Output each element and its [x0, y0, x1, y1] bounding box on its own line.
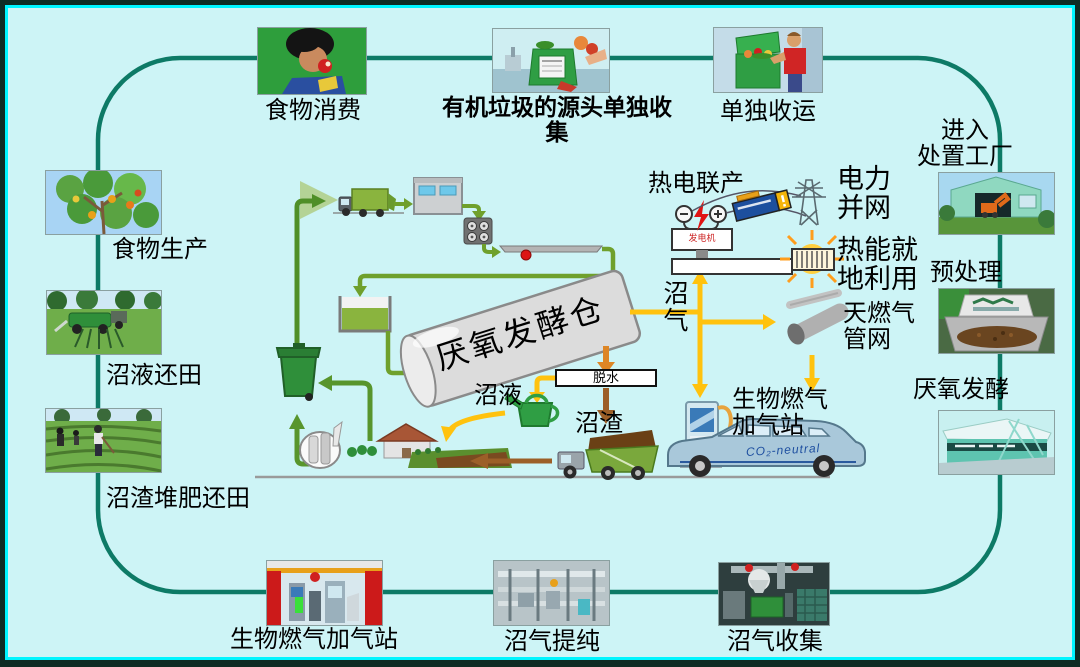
flow-arrow-digester-to-dewater: [597, 346, 615, 374]
photo-anaerobic-fermentation: [938, 410, 1055, 475]
label-slurry: 沼液: [474, 382, 522, 409]
sorting-plant-icon: [413, 177, 463, 215]
photo-food-consumption: [257, 27, 367, 95]
label-pretreatment: 预处理: [930, 259, 1002, 286]
slurry-tanker-icon: [299, 420, 343, 469]
flow-arrowheads-biogas: [692, 270, 820, 398]
apple-tree-image: [46, 171, 161, 234]
receiving-tank-icon: [338, 296, 392, 333]
flow-arrow-residue-to-field: [470, 453, 552, 469]
flow-arrow-pulper-to-conveyor: [482, 244, 501, 258]
photo-compost-field: [45, 408, 162, 473]
dewatering-box: 脱水: [555, 369, 657, 387]
label-anaerobic-fermentation: 厌氧发酵: [913, 376, 1009, 403]
slurry-tractor-image: [47, 291, 161, 354]
label-separate-transport: 单独收运: [720, 98, 816, 125]
generator-icon: [671, 205, 793, 275]
photo-biogas-collection: [718, 562, 830, 626]
photo-food-production: [45, 170, 162, 235]
bin-person-image: [714, 28, 822, 92]
label-biogas: 沼 气: [663, 280, 689, 335]
pulper-rollers-icon: [463, 217, 493, 245]
label-residue: 沼渣: [575, 410, 623, 437]
photo-separate-transport: [713, 27, 823, 93]
flow-arrow-dewater-to-can: [529, 375, 555, 403]
radiator-icon: [780, 230, 844, 288]
kitchen-collection-image: [493, 29, 609, 92]
label-power-grid: 电力 并网: [837, 164, 891, 224]
kompogas-facility-image: [939, 411, 1054, 474]
label-source-collection: 有机垃圾的源头单独收集: [442, 94, 672, 145]
flow-arrow-truck-to-plant: [394, 198, 413, 210]
fuel-station-image: [267, 561, 382, 625]
photo-biogas-purification: [493, 560, 610, 626]
label-biogas-station-center: 生物燃气 加气站: [732, 386, 828, 439]
car-icon: [667, 417, 866, 477]
eating-person-image: [258, 28, 366, 94]
label-food-production: 食物生产: [112, 236, 208, 263]
flow-start-arrow-icon: [294, 181, 338, 345]
label-slurry-to-field: 沼液还田: [106, 362, 202, 389]
conveyor-icon: [498, 245, 604, 261]
dump-truck-icon: [557, 430, 659, 480]
purification-skid-image: [494, 561, 609, 625]
photo-pretreatment: [938, 288, 1055, 354]
label-biogas-station-bottom: 生物燃气加气站: [230, 626, 398, 653]
flow-line-tank-to-digester: [385, 331, 404, 376]
farmers-field-image: [46, 409, 161, 472]
flow-line-biogas: [630, 282, 815, 388]
flow-arrow-dewater-to-residue: [597, 388, 615, 424]
photo-source-collection: [492, 28, 610, 93]
label-chp: 热电联产: [648, 170, 744, 197]
power-tower-icon: [792, 179, 826, 226]
engine-room-image: [719, 563, 829, 625]
battery-icon: [731, 189, 792, 222]
photo-biogas-station: [266, 560, 383, 626]
flow-arrow-to-bin: [318, 375, 373, 441]
digester-cylinder-icon: [399, 269, 642, 408]
label-food-consumption: 食物消费: [265, 97, 361, 124]
flow-arrow-slurry-to-field: [441, 410, 506, 442]
compost-hopper-image: [939, 289, 1054, 353]
label-biogas-collection: 沼气收集: [727, 628, 823, 655]
photo-entering-plant: [938, 172, 1055, 235]
flow-arrow-plant-to-pulper: [462, 204, 486, 221]
photo-slurry-spreading: [46, 290, 162, 355]
lightning-icon: [694, 200, 709, 231]
watering-can-icon: [504, 393, 560, 427]
collection-truck-icon: [333, 188, 404, 217]
label-enter-plant: 进入 处置工厂: [917, 117, 1013, 170]
flow-arrow-spread-up: [289, 414, 311, 467]
label-gas-network: 天燃气 管网: [843, 300, 915, 353]
label-residue-compost-to-field: 沼渣堆肥还田: [106, 485, 250, 512]
green-bin-icon: [275, 343, 322, 401]
plant-building-image: [939, 173, 1054, 234]
label-generator: 发电机: [688, 233, 716, 243]
gas-pipe-icon: [786, 289, 849, 345]
label-biogas-purification: 沼气提纯: [504, 628, 600, 655]
label-heat-local-use: 热能就 地利用: [837, 235, 918, 295]
